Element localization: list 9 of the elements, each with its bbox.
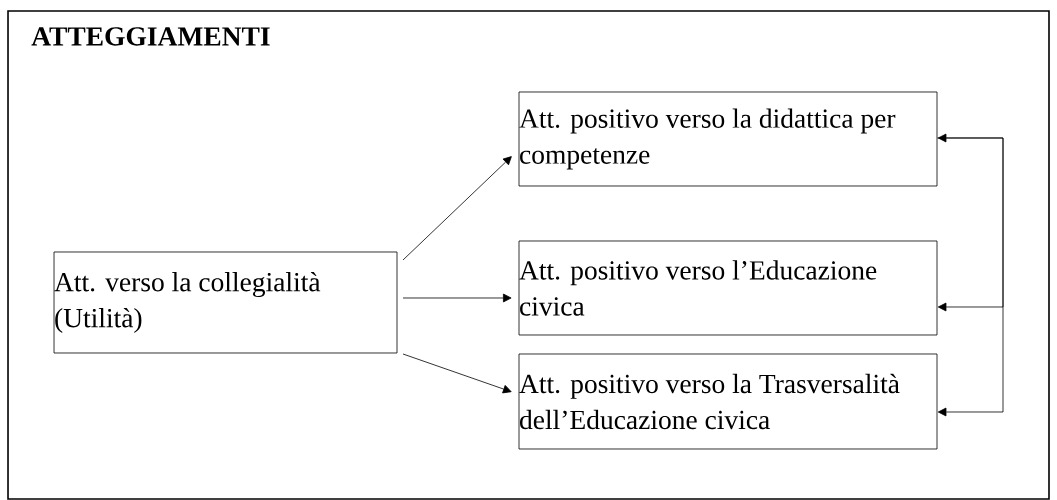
process-box: Att. positivo verso la didattica per competenze	[518, 91, 938, 187]
arrow	[402, 293, 512, 303]
arrow	[402, 353, 512, 394]
process-box: Att. positivo verso la Trasversalità dell’Educazione civica	[518, 353, 938, 450]
process-box: Att. positivo verso l’Educazione civica	[518, 240, 938, 336]
process-box: Att. verso la collegialità (Utilità)	[53, 251, 398, 354]
arrow	[937, 133, 1004, 312]
arrow	[402, 156, 512, 261]
arrow	[937, 137, 1004, 417]
